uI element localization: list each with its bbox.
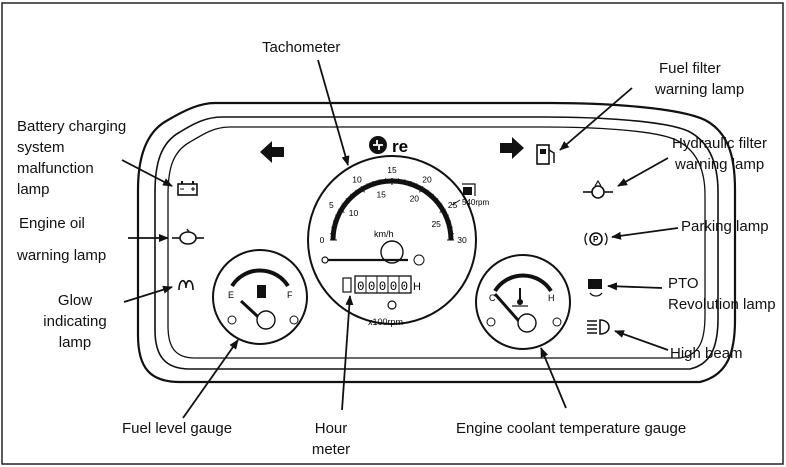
label-hydraulic-filter: Hydraulic filter warning lamp (672, 135, 768, 173)
coolant-cold-label: C (489, 293, 496, 303)
brand-logo: re (369, 136, 408, 156)
hour-meter-digits: 00000 (357, 280, 412, 294)
right-turn-arrow-icon (500, 137, 524, 159)
tachometer-inner-label: 20 (410, 194, 420, 204)
tachometer-tick (350, 193, 354, 198)
label-engine-oil: Engine oil warning lamp (17, 215, 107, 264)
tachometer-hub (380, 240, 404, 264)
panel-outer (136, 101, 737, 384)
leader-hour-meter (341, 295, 354, 411)
tachometer-tick (439, 208, 446, 213)
fuel-full-label: F (287, 290, 293, 300)
tachometer-tick (448, 226, 453, 229)
tachometer-tick (360, 186, 365, 193)
label-battery: Battery charging system malfunction lamp (17, 118, 127, 198)
leader-fuel-filter (559, 87, 633, 151)
tachometer-tick (438, 203, 443, 207)
fuel-level-gauge: E F (212, 249, 308, 345)
tachometer-tick (444, 214, 449, 217)
fuel-empty-label: E (228, 290, 234, 300)
engine-oil-lamp-icon (172, 228, 204, 245)
label-glow: Glow indicating lamp (43, 292, 107, 351)
tachometer-tick (366, 183, 369, 188)
svg-text:P: P (593, 235, 599, 244)
rpm-mark-label: 540rpm (462, 198, 489, 207)
label-pto: PTO Revolution lamp (668, 275, 776, 313)
brand-text: re (392, 137, 408, 156)
panel-inner (154, 116, 719, 370)
coolant-hot-label: H (548, 293, 555, 303)
leader-high-beam (614, 330, 669, 351)
panel-face (167, 126, 706, 359)
tachometer-tick (430, 193, 434, 198)
fuel-pump-icon (257, 285, 266, 298)
fuel-filter-lamp-icon (536, 144, 555, 165)
tachometer-tick (409, 180, 412, 185)
hour-meter-unit: H (413, 281, 421, 293)
tachometer-tick (434, 198, 439, 202)
parking-lamp-icon: P (584, 232, 608, 246)
tachometer-inner-label: 15 (376, 189, 386, 199)
tachometer-outer-label: 5 (329, 200, 334, 210)
tachometer-outer-label: 20 (422, 174, 432, 184)
tachometer-tick (355, 189, 359, 194)
coolant-temperature-gauge: C H (475, 254, 571, 350)
tachometer-tick (332, 220, 337, 223)
tachometer-outer-label: 25 (448, 200, 458, 210)
hydraulic-filter-lamp-icon (583, 179, 613, 199)
tachometer-outer-label: 0 (320, 235, 325, 245)
leader-pto (607, 282, 663, 291)
leader-parking (611, 227, 679, 240)
tachometer-tick (403, 179, 406, 184)
high-beam-lamp-icon (587, 319, 610, 335)
label-coolant-gauge: Engine coolant temperature gauge (456, 420, 687, 437)
tachometer-tick (372, 180, 375, 185)
tachometer-tick (415, 183, 418, 188)
tachometer-tick (447, 220, 452, 223)
hour-meter-display: 00000 H (342, 275, 421, 294)
label-parking: Parking lamp (681, 218, 769, 235)
rpm-multiplier: x100rpm (368, 317, 403, 327)
label-tachometer: Tachometer (262, 39, 341, 56)
leader-fuel-gauge (182, 339, 239, 419)
left-turn-arrow-icon (260, 141, 284, 163)
temperature-icon (512, 288, 528, 307)
tachometer-tick (425, 189, 429, 194)
leader-battery (121, 159, 173, 187)
tachometer-outer-label: 15 (387, 165, 397, 175)
tachometer-tick (338, 208, 345, 213)
label-high-beam: High beam (670, 345, 743, 362)
tachometer-tick (345, 198, 350, 202)
battery-lamp-icon (177, 181, 198, 196)
tachometer-tick (331, 226, 336, 229)
engine-speed-icon (387, 300, 397, 310)
tachometer-inner-label: 25 (431, 219, 441, 229)
leader-hydraulic-filter (617, 157, 669, 187)
tachometer-outer-label: 30 (457, 235, 467, 245)
tachometer-tick (378, 179, 381, 184)
leader-coolant (540, 347, 567, 409)
label-fuel-level-gauge: Fuel level gauge (122, 420, 233, 437)
label-fuel-filter: Fuel filter warning lamp (655, 60, 745, 98)
tachometer-bezel (307, 155, 477, 325)
rpm-mark-icon (462, 183, 476, 196)
leader-glow (123, 285, 173, 303)
tachometer-tick (419, 186, 424, 193)
tachometer-tick (335, 214, 340, 217)
pto-lamp-icon (588, 279, 603, 297)
leader-lines (121, 59, 679, 419)
glow-lamp-icon (178, 279, 194, 291)
speed-unit: km/h (374, 229, 394, 239)
tachometer-numerals: 0 5 10 15 20 25 30 10 15 20 25 (320, 165, 467, 245)
tachometer-tick (341, 203, 346, 207)
leader-tachometer (317, 59, 350, 166)
label-hour-meter: Hour meter (311, 420, 351, 458)
tachometer-outer-label: 10 (352, 174, 362, 184)
tachometer-inner-label: 10 (349, 208, 359, 218)
